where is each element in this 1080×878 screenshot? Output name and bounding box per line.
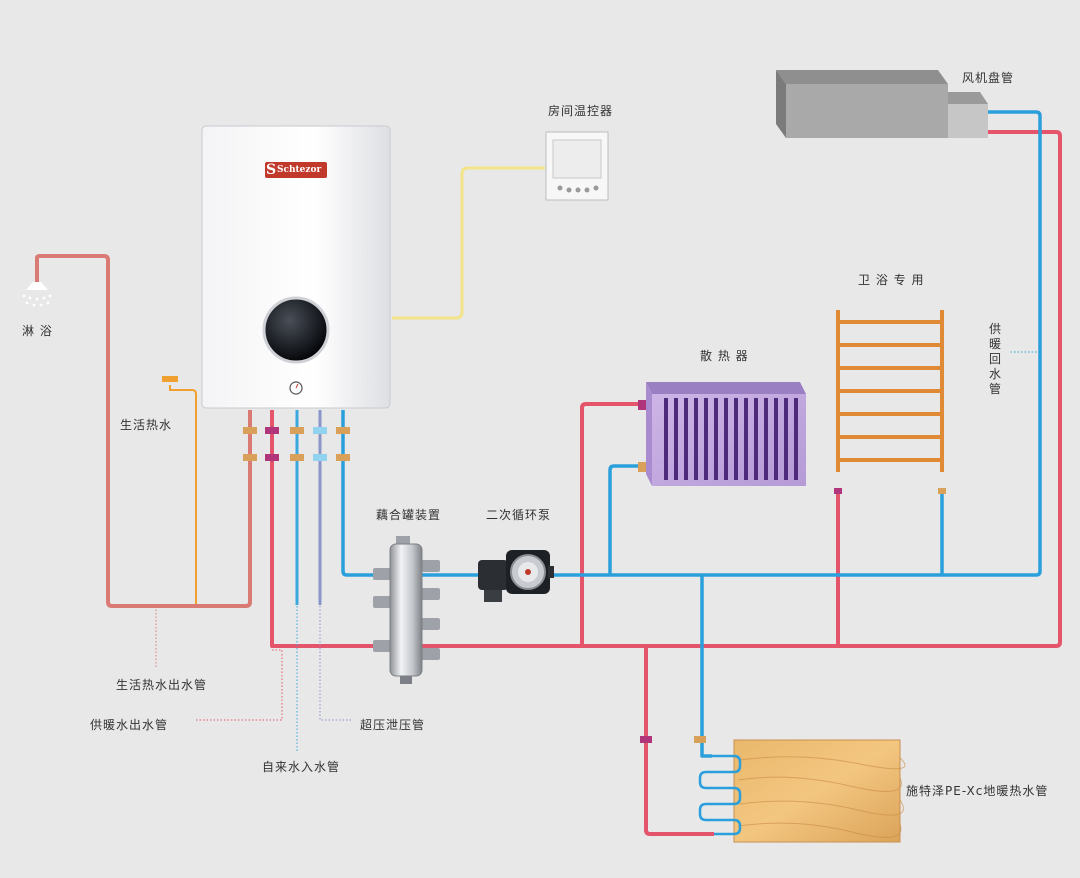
circulation-pump [478, 550, 554, 602]
label-secondary-pump: 二次循环泵 [486, 508, 552, 522]
leader-lines [155, 351, 1040, 752]
label-room-thermostat: 房间温控器 [548, 104, 614, 118]
radiator-fin [774, 398, 778, 480]
brand-logo-letter: S [265, 162, 277, 178]
label-floor-heating-pipe: 施特泽PE-Xc地暖热水管 [906, 784, 1049, 798]
brand-logo-text: Schtezor [277, 165, 322, 175]
thermostat-wire [392, 166, 545, 320]
radiator-fin [684, 398, 688, 480]
domestic-hot-water-pipe [35, 254, 252, 608]
radiator-fin [764, 398, 768, 480]
label-fan-coil: 风机盘管 [962, 71, 1015, 85]
label-overpressure-relief: 超压泄压管 [360, 718, 426, 732]
radiator-fin [794, 398, 798, 480]
fan-coil-unit [776, 70, 988, 138]
heating-supply-pipe [270, 130, 1062, 836]
radiator-fin [734, 398, 738, 480]
radiator-fin [704, 398, 708, 480]
radiator-fin [754, 398, 758, 480]
domestic-hot-water-tap [162, 376, 197, 604]
boiler-fittings [243, 427, 350, 461]
towel-rail [834, 310, 946, 494]
wall-hung-boiler [201, 125, 391, 409]
label-coupling-tank: 藕合罐装置 [376, 508, 442, 522]
label-heating-outlet: 供暖水出水管 [90, 718, 169, 732]
label-tap-water-inlet: 自来水入水管 [262, 760, 341, 774]
brand-logo: S Schtezor [265, 162, 327, 178]
boiler-display-dial [262, 296, 330, 364]
label-radiator: 散 热 器 [700, 349, 749, 363]
floor-heating-panel [640, 736, 906, 843]
radiator-fin [664, 398, 668, 480]
label-shower: 淋 浴 [22, 324, 53, 338]
radiator-fin [694, 398, 698, 480]
label-bathroom: 卫 浴 专 用 [858, 273, 925, 287]
room-thermostat-device [545, 131, 609, 201]
label-domestic-hot-water: 生活热水 [120, 418, 173, 432]
radiator-fin [674, 398, 678, 480]
radiator-unit [638, 382, 806, 486]
shower-head-icon [22, 282, 52, 307]
radiator-fin [744, 398, 748, 480]
radiator-fin [784, 398, 788, 480]
radiator-fin [724, 398, 728, 480]
radiator-fin [714, 398, 718, 480]
coupling-tank [373, 536, 440, 684]
floor-heating-coil [698, 754, 742, 836]
label-heating-return: 供暖回水管 [989, 322, 1002, 396]
heating-return-pipe [341, 110, 1042, 758]
label-domestic-hot-water-outlet: 生活热水出水管 [116, 678, 208, 692]
